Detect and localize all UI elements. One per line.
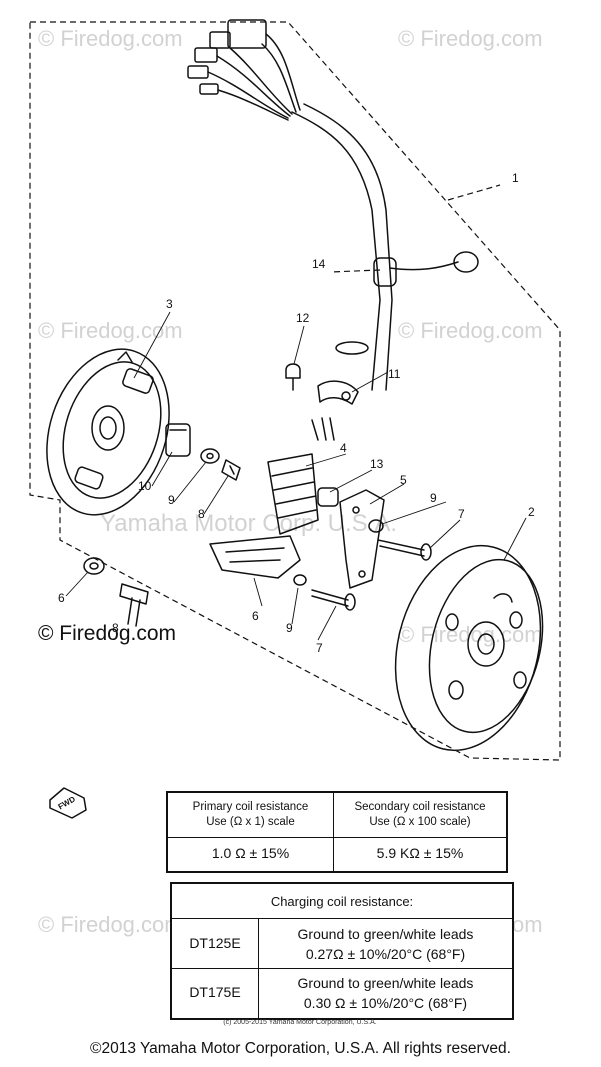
dt175e-spec-line1: Ground to green/white leads	[297, 974, 474, 991]
washer-6-left	[83, 557, 105, 575]
callout-6: 6	[252, 609, 259, 623]
washer-9-left	[200, 448, 220, 464]
callout-9: 9	[430, 491, 437, 505]
primary-coil-value: 1.0 Ω ± 15%	[211, 845, 290, 861]
model-dt175e: DT175E	[189, 984, 241, 1000]
callout-7: 7	[316, 641, 323, 655]
callout-10: 10	[138, 479, 152, 493]
wire-clamp	[317, 380, 359, 405]
washer-9-right	[368, 519, 384, 533]
watermark-yamaha: Yamaha Motor Corp. U.S.A.	[100, 510, 397, 537]
watermark-firedog: © Firedog.com	[398, 318, 543, 343]
primary-header-line2: Use (Ω x 1) scale	[206, 816, 295, 828]
secondary-coil-header: Secondary coil resistance Use (Ω x 100 s…	[334, 793, 506, 837]
callout-6: 6	[58, 591, 65, 605]
screw-12	[285, 363, 301, 391]
callout-12: 12	[296, 311, 310, 325]
callout-9: 9	[168, 493, 175, 507]
ignition-coil	[209, 535, 301, 579]
firedog-logo: © Firedog.com	[38, 622, 177, 645]
primary-header-line1: Primary coil resistance	[192, 801, 309, 813]
wire-harness	[291, 103, 479, 441]
fwd-label: FWD	[57, 794, 77, 811]
watermark-firedog: © Firedog.com	[38, 26, 183, 51]
pickup-coil	[165, 423, 191, 457]
dt125e-spec: Ground to green/white leads 0.27Ω ± 10%/…	[259, 919, 512, 968]
callout-11: 11	[388, 367, 401, 381]
callout-1: 1	[512, 171, 519, 185]
secondary-coil-value: 5.9 KΩ ± 15%	[376, 845, 464, 861]
callout-8: 8	[112, 621, 119, 635]
callout-8: 8	[198, 507, 205, 521]
stator-base	[46, 348, 170, 516]
watermark-firedog: © Firedog.com	[38, 912, 183, 937]
dt125e-spec-line1: Ground to green/white leads	[297, 925, 474, 942]
coil-resistance-table: Primary coil resistance Use (Ω x 1) scal…	[166, 791, 508, 873]
callout-14: 14	[312, 257, 326, 271]
screw-7-upper	[377, 539, 432, 561]
callout-9: 9	[286, 621, 293, 635]
dt175e-spec: Ground to green/white leads 0.30 Ω ± 10%…	[259, 969, 512, 1016]
source-line: (c) 2005-2015 Yamaha Motor Corporation, …	[223, 1019, 377, 1026]
flywheel-rotor	[394, 544, 544, 752]
wire-connector	[187, 19, 301, 121]
secondary-header-line1: Secondary coil resistance	[354, 801, 486, 813]
dt125e-spec-line2: 0.27Ω ± 10%/20°C (68°F)	[305, 945, 466, 962]
model-dt125e: DT125E	[189, 935, 241, 951]
fwd-arrow-icon	[49, 787, 87, 819]
callout-4: 4	[340, 441, 347, 455]
callout-7: 7	[458, 507, 465, 521]
assembly-boundary	[29, 21, 561, 761]
charging-coil-table: Charging coil resistance: DT125E Ground …	[170, 882, 514, 1020]
washer-9-lower	[293, 574, 307, 586]
source-coil	[267, 453, 319, 535]
watermark-firedog: © Firedog.com	[398, 26, 543, 51]
callout-13: 13	[370, 457, 384, 471]
secondary-header-line2: Use (Ω x 100 scale)	[369, 816, 471, 828]
watermark-firedog: © Firedog.com	[38, 318, 183, 343]
collar-13	[317, 487, 339, 507]
callout-3: 3	[166, 297, 173, 311]
copyright-notice: ©2013 Yamaha Motor Corporation, U.S.A. A…	[90, 1040, 511, 1057]
dt175e-spec-line2: 0.30 Ω ± 10%/20°C (68°F)	[303, 994, 468, 1011]
screw-7-lower	[311, 589, 356, 611]
charging-header: Charging coil resistance:	[270, 893, 414, 909]
callout-2: 2	[528, 505, 535, 519]
screw-8-lower	[119, 583, 149, 627]
screw-8-upper	[221, 459, 241, 481]
callout-5: 5	[400, 473, 407, 487]
primary-coil-header: Primary coil resistance Use (Ω x 1) scal…	[168, 793, 333, 837]
bracket-5	[339, 489, 385, 589]
